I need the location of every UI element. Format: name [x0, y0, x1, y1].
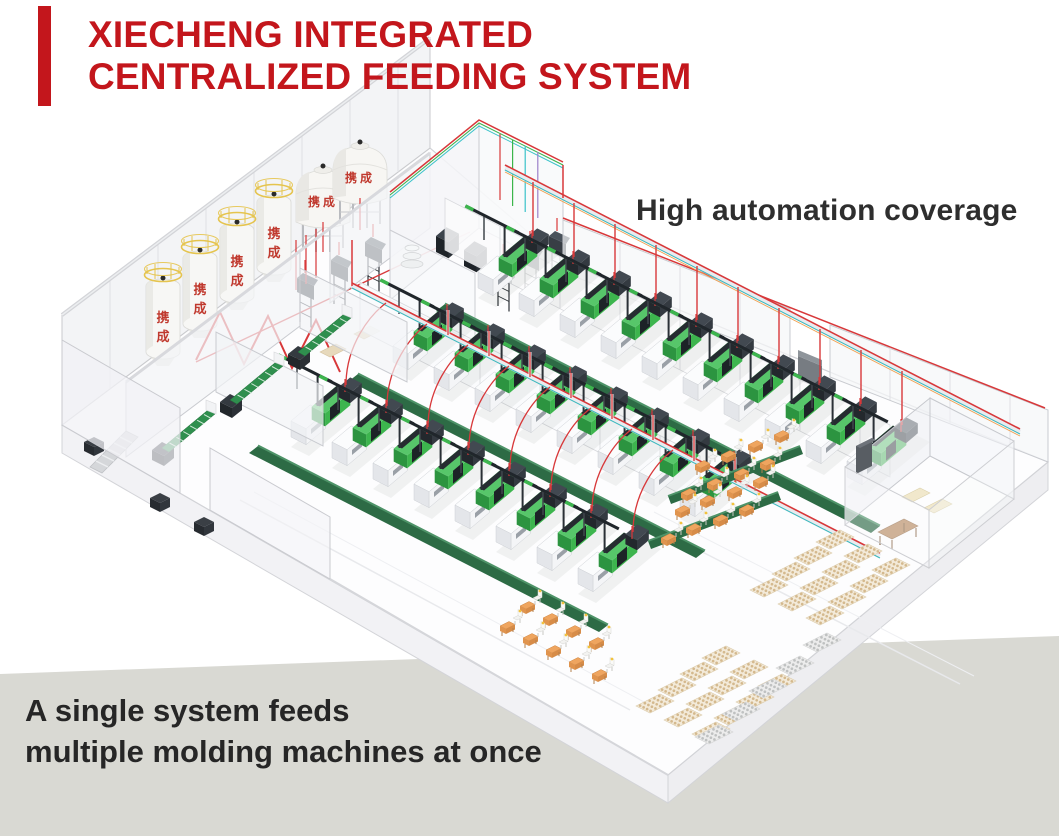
packing-belts [499, 418, 803, 685]
page-title-line2: CENTRALIZED FEEDING SYSTEM [88, 56, 692, 97]
title-accent-bar [38, 6, 51, 106]
trunk-pipe-back-row [503, 164, 1022, 437]
page-title: XIECHENG INTEGRATED CENTRALIZED FEEDING … [88, 6, 691, 98]
bottom-caption-line2: multiple molding machines at once [25, 734, 542, 769]
bottom-caption-line1: A single system feeds [25, 693, 350, 728]
machine-row-front [249, 353, 663, 632]
front-left-wall [61, 339, 669, 776]
office-room [844, 396, 1015, 570]
page-title-line1: XIECHENG INTEGRATED [88, 14, 534, 55]
coverage-annotation: High automation coverage [636, 194, 1018, 227]
bottom-caption: A single system feeds multiple molding m… [25, 690, 542, 772]
title-block: XIECHENG INTEGRATED CENTRALIZED FEEDING … [38, 6, 691, 106]
